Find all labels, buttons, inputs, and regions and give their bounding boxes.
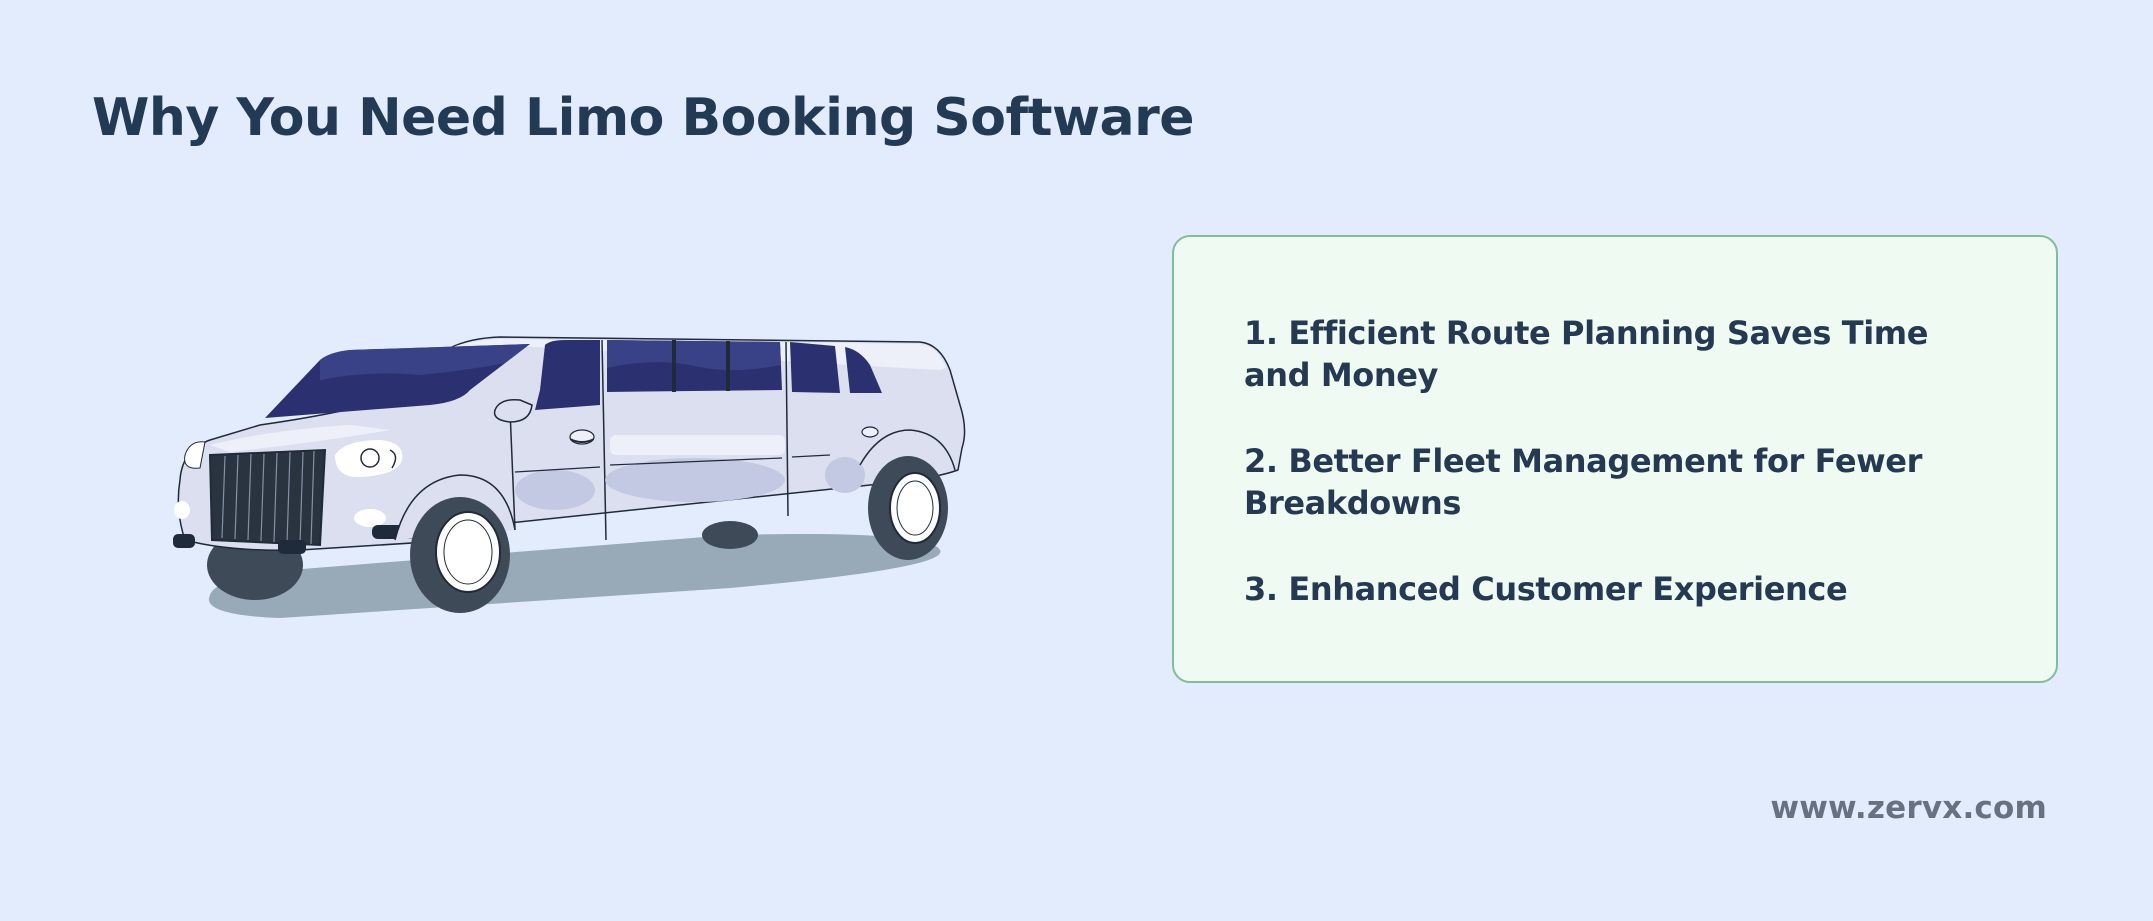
website-url: www.zervx.com: [1770, 790, 2047, 826]
benefits-list: 1. Efficient Route Planning Saves Time a…: [1244, 312, 2004, 610]
limousine-illustration: [170, 330, 980, 630]
page-title: Why You Need Limo Booking Software: [92, 88, 1195, 148]
benefit-item-route-planning: 1. Efficient Route Planning Saves Time a…: [1244, 314, 1929, 394]
limousine-icon: [173, 336, 966, 618]
benefit-item-customer-experience: 3. Enhanced Customer Experience: [1244, 570, 1848, 608]
benefit-item-fleet-management: 2. Better Fleet Management for Fewer Bre…: [1244, 442, 1922, 522]
benefits-card: 1. Efficient Route Planning Saves Time a…: [1172, 235, 2058, 683]
